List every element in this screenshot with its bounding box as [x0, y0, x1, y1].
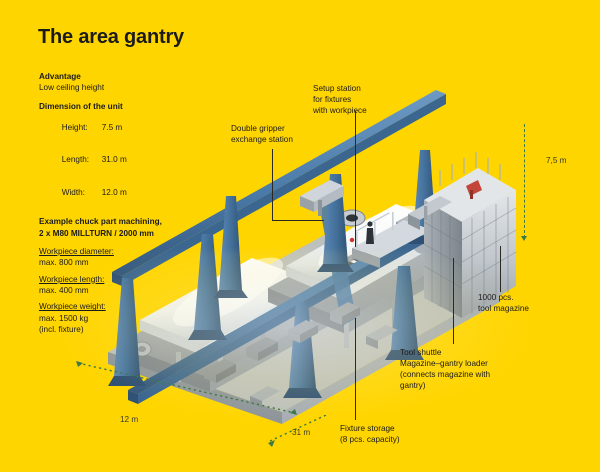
leader-line-tool-magazine	[500, 246, 501, 292]
spec-row-height-value: 7.5 m	[101, 122, 123, 132]
spec-row-length-value: 31.0 m	[101, 155, 127, 165]
callout-double-gripper-exchange-station: Double gripper exchange station	[231, 124, 293, 144]
millturn-machine-2	[268, 204, 480, 334]
spec-group-example: Example chuck part machining, 2 x M80 MI…	[39, 216, 219, 239]
spec-label-workpiece-weight: Workpiece weight:	[39, 302, 106, 312]
spec-heading-example-line1: Example chuck part machining,	[39, 217, 162, 227]
spec-group-dimension: Dimension of the unit Height: 7.5 m Lengt…	[39, 101, 219, 210]
spec-row-width-value: 12.0 m	[101, 187, 127, 197]
leader-line-setup-station	[355, 111, 356, 247]
setup-station	[352, 212, 432, 268]
callout-fixture-storage: Fixture storage (8 pcs. capacity)	[340, 424, 400, 444]
spec-heading-dimension: Dimension of the unit	[39, 101, 123, 111]
spec-row-width-key: Width:	[61, 187, 85, 197]
spec-row-height-key: Height:	[61, 122, 88, 132]
spec-value-workpiece-diameter: max. 800 mm	[39, 258, 89, 268]
spec-group-advantage: Advantage Low ceiling height	[39, 71, 219, 94]
spec-value-workpiece-weight: max. 1500 kg (incl. fixture)	[39, 313, 89, 334]
callout-tool-magazine: 1000 pcs. tool magazine	[478, 293, 529, 313]
leader-line-double-gripper	[272, 149, 273, 221]
spec-item-workpiece-diameter: Workpiece diameter: max. 800 mm	[39, 246, 219, 269]
double-gripper-station	[300, 180, 344, 216]
turning-center-right	[338, 182, 516, 262]
tool-shuttle	[408, 196, 452, 230]
height-dimension-arrow	[521, 236, 527, 241]
spec-value-advantage: Low ceiling height	[39, 83, 105, 93]
length-dimension-line	[268, 415, 328, 447]
spec-heading-advantage: Advantage	[39, 72, 81, 81]
leader-line-double-gripper-horizontal	[272, 220, 324, 221]
spec-item-workpiece-length: Workpiece length: max. 400 mm	[39, 274, 219, 297]
spec-row-length: Length: 31.0 m	[39, 144, 219, 176]
spec-value-workpiece-length: max. 400 mm	[39, 285, 89, 295]
leader-line-tool-shuttle	[453, 258, 454, 344]
spec-row-height: Height: 7.5 m	[39, 112, 219, 144]
operator-figure	[366, 221, 374, 244]
spec-heading-example-line2: 2 x M80 MILLTURN / 2000 mm	[39, 228, 154, 238]
spec-item-workpiece-weight: Workpiece weight: max. 1500 kg (incl. fi…	[39, 301, 219, 335]
dimension-label-height: 7,5 m	[546, 156, 567, 165]
spec-row-width: Width: 12.0 m	[39, 177, 219, 209]
magazine-robot	[466, 180, 482, 199]
width-dimension-line	[76, 361, 297, 415]
spec-label-workpiece-length: Workpiece length:	[39, 274, 105, 284]
spec-row-length-key: Length:	[61, 155, 90, 165]
page-title: The area gantry	[38, 26, 184, 48]
callout-tool-shuttle: Tool shuttle Magazine–gantry loader (con…	[400, 348, 491, 390]
specification-panel: Advantage Low ceiling height Dimension o…	[39, 71, 219, 335]
height-dimension-line	[524, 124, 526, 238]
callout-setup-station: Setup station for fixtures with workpiec…	[313, 84, 367, 115]
spec-label-workpiece-diameter: Workpiece diameter:	[39, 247, 114, 257]
dimension-label-width: 12 m	[120, 415, 139, 424]
leader-line-fixture-storage	[355, 318, 356, 420]
dimension-label-length: 31 m	[292, 428, 311, 437]
